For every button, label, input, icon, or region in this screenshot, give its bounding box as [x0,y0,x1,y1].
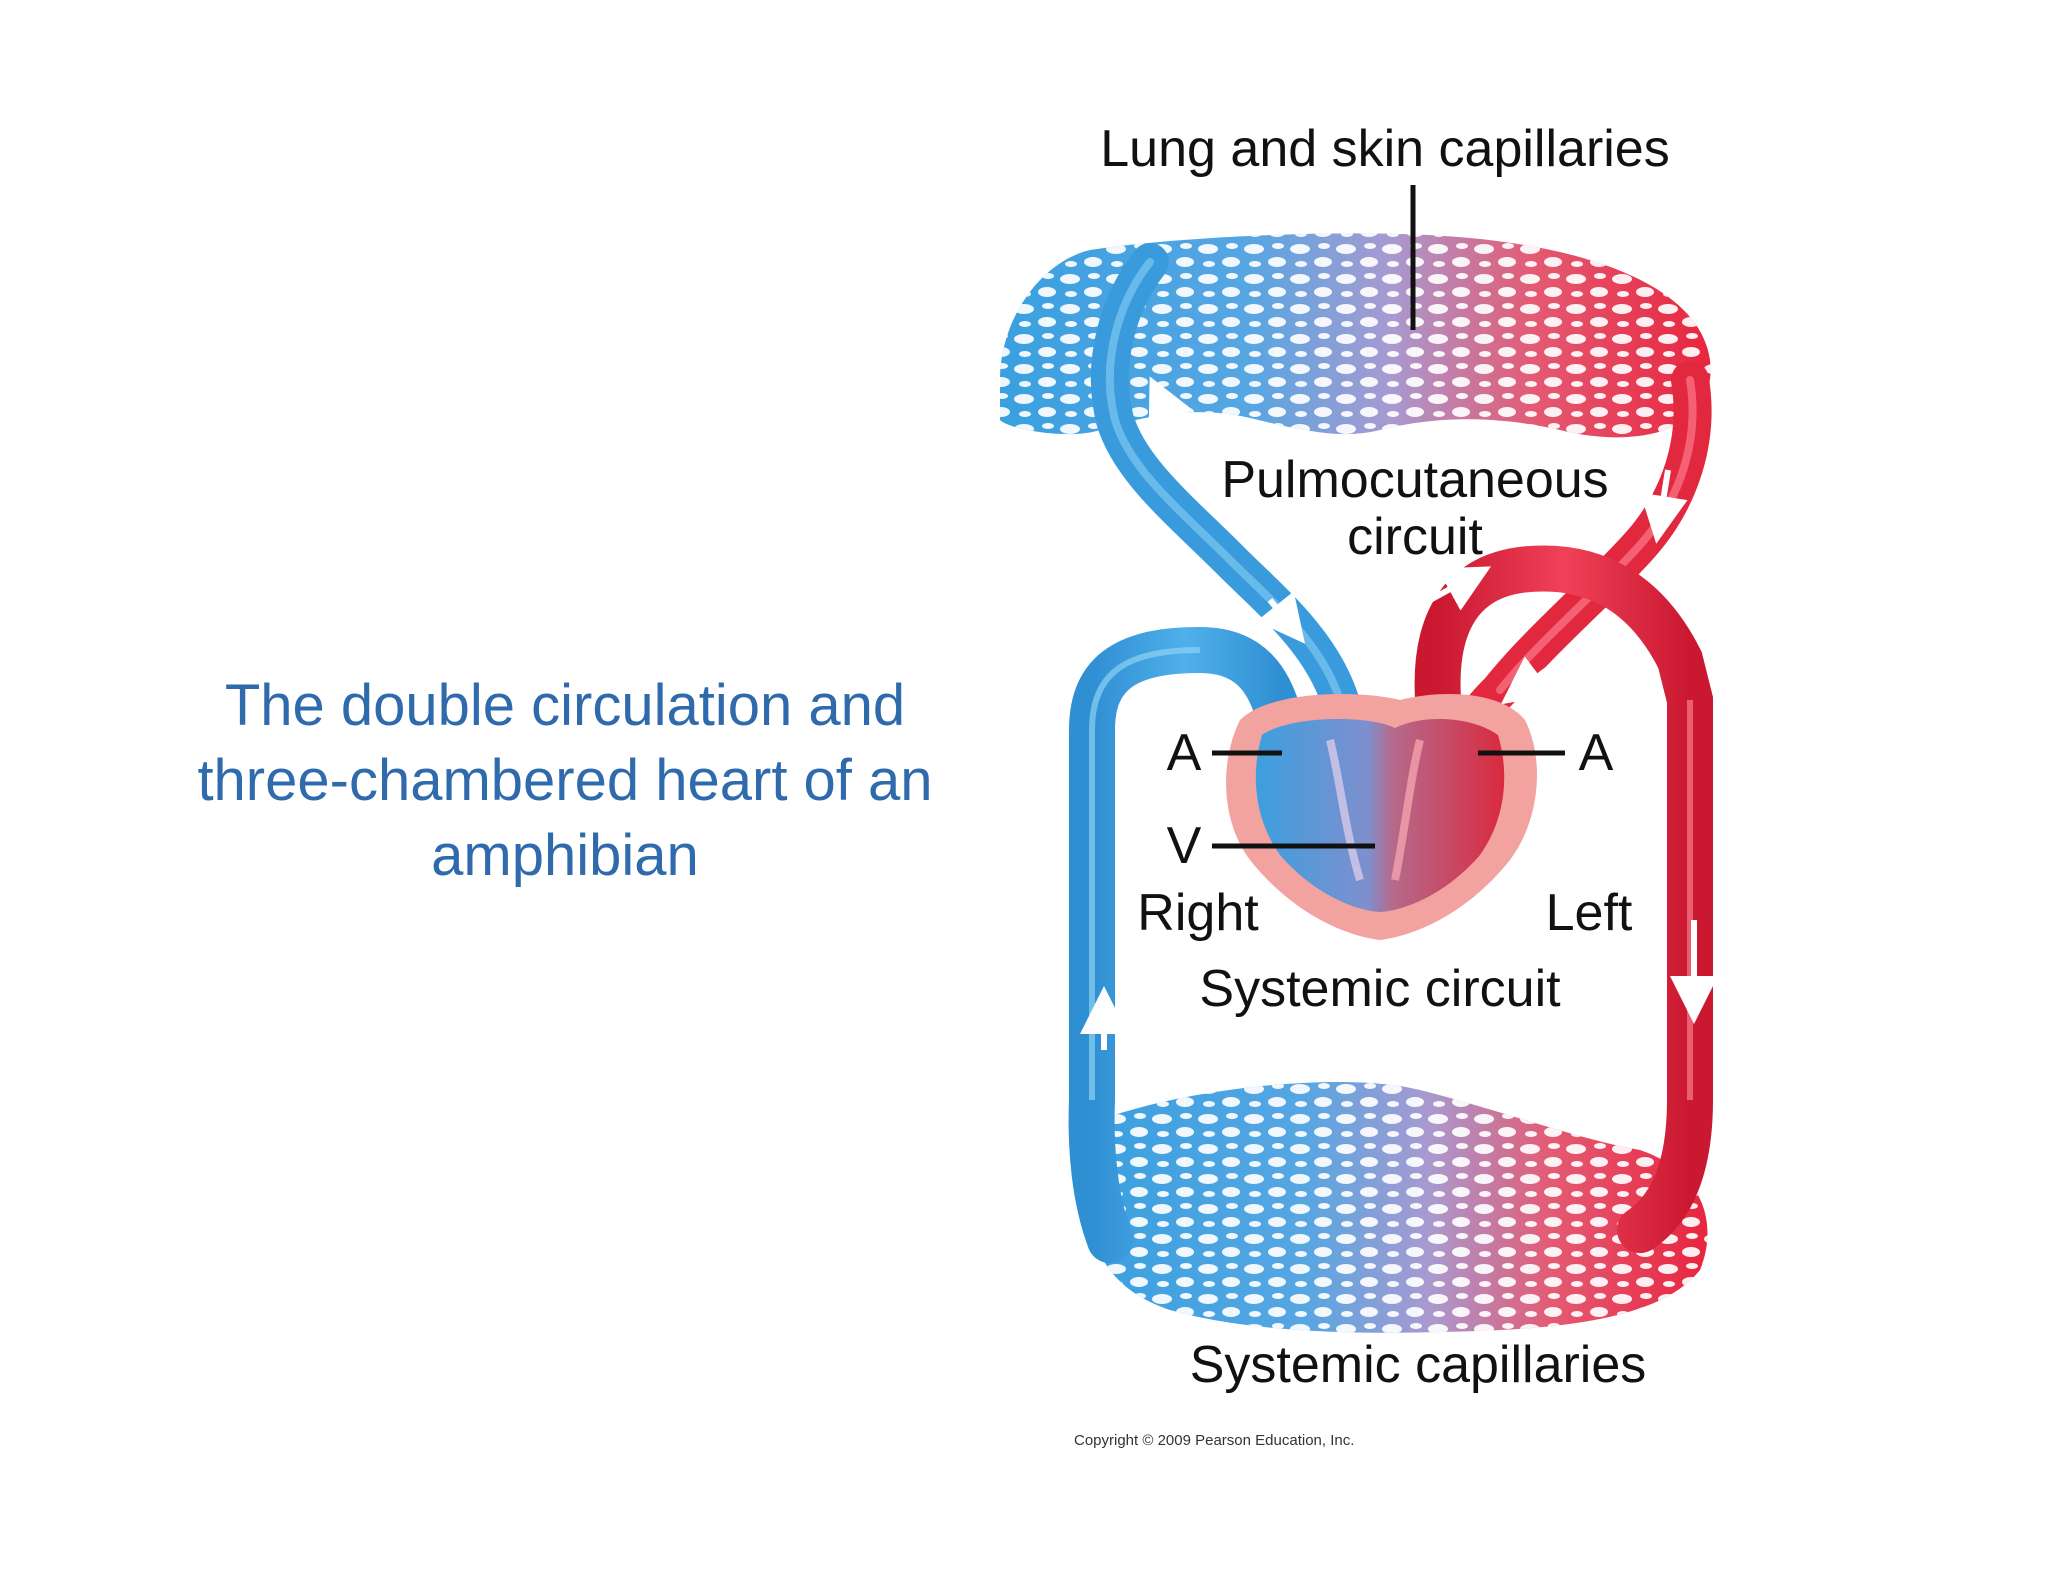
heart [1226,694,1537,940]
label-systemic-capillaries: Systemic capillaries [1190,1336,1647,1394]
slide-title-line-1: The double circulation and [224,673,906,738]
systemic-capillary-bed [1087,1081,1708,1333]
label-systemic-circuit: Systemic circuit [1199,960,1561,1018]
label-right: Right [1137,884,1259,942]
label-atrium-right: A [1167,724,1202,782]
label-left: Left [1546,884,1633,942]
deoxygenated-vessels [1068,243,1359,1263]
slide-title: The double circulation and three-chamber… [140,668,990,893]
leader-lines [1212,185,1565,849]
label-atrium-left: A [1579,724,1614,782]
slide-title-line-2: three-chambered heart of an [197,748,933,813]
label-pulmocutaneous-line-1: Pulmocutaneous [1221,451,1608,509]
slide-title-line-3: amphibian [431,823,699,888]
copyright-notice: Copyright © 2009 Pearson Education, Inc. [1074,1432,1354,1449]
label-ventricle: V [1167,817,1202,875]
label-pulmocutaneous-line-2: circuit [1347,508,1483,566]
label-lung-capillaries: Lung and skin capillaries [1100,120,1669,178]
